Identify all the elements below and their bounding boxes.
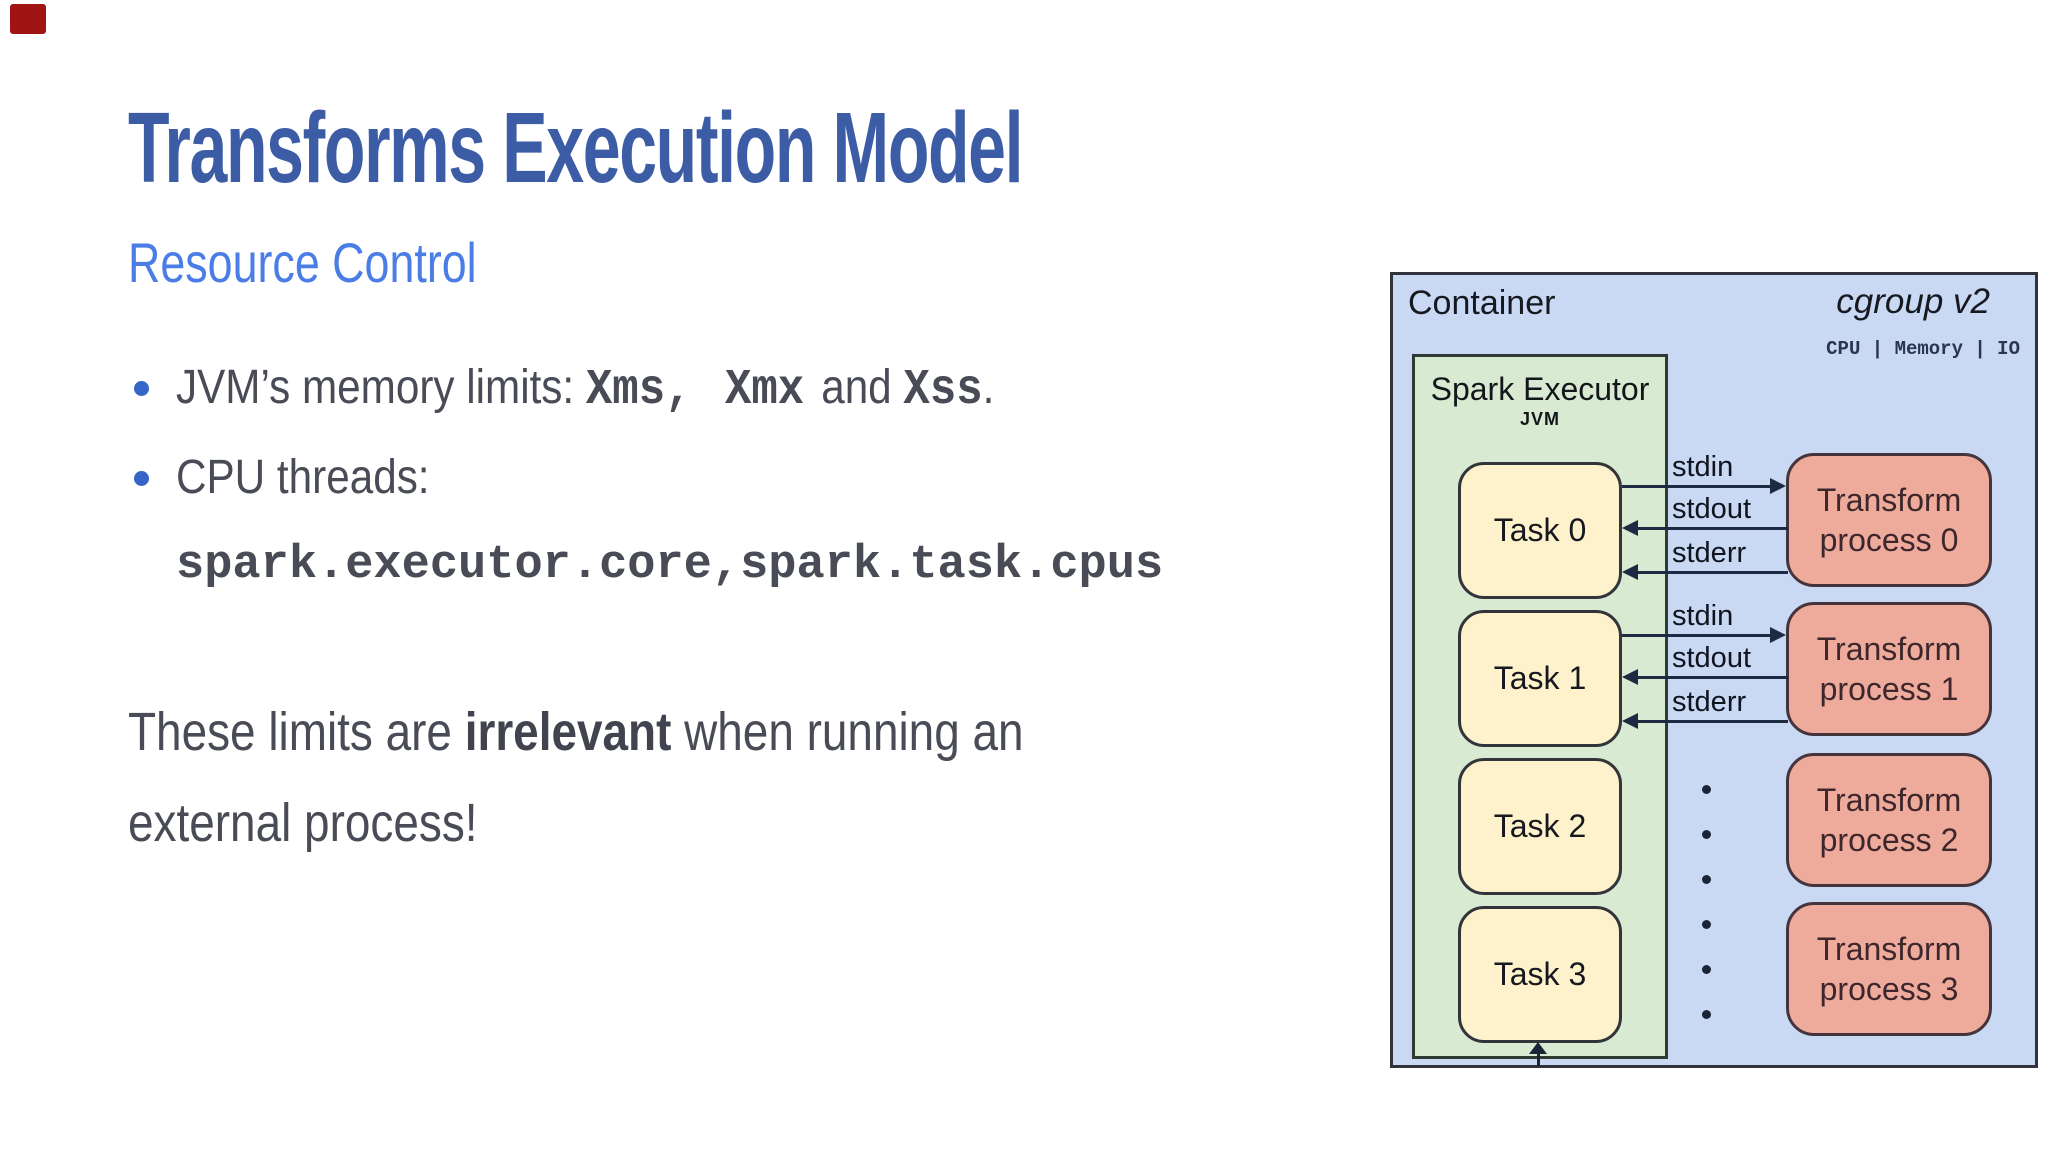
bullet1-period: . <box>982 361 995 414</box>
closing-emphasis: irrelevant <box>464 702 672 762</box>
bullet1-intro: JVM’s memory limits: <box>176 361 586 414</box>
executor-input-arrowhead-icon <box>1529 1042 1547 1054</box>
task-0-box: Task 0 <box>1458 462 1622 599</box>
stdout-arrow-line <box>1638 527 1788 530</box>
stdout-arrow-line <box>1638 676 1788 679</box>
cgroup-v2-label: cgroup v2 <box>1836 282 1990 321</box>
ellipsis-dot <box>1702 1010 1711 1019</box>
spark-executor-title: Spark Executor <box>1430 371 1650 407</box>
page-title: Transforms Execution Model <box>128 92 1024 204</box>
cgroup-resources-label: CPU | Memory | IO <box>1826 338 2020 360</box>
stdout-arrowhead-icon <box>1622 669 1638 685</box>
process-2-line1: Transform <box>1816 782 1962 818</box>
closing-statement: These limits are irrelevant when running… <box>128 687 1024 869</box>
transform-process-3-box: Transform process 3 <box>1786 902 1992 1036</box>
jvm-label: JVM <box>1519 409 1560 429</box>
transform-process-0-box: Transform process 0 <box>1786 453 1992 587</box>
bullet-dot <box>134 471 149 486</box>
task-3-box: Task 3 <box>1458 906 1622 1043</box>
stderr-arrowhead-icon <box>1622 564 1638 580</box>
stderr-label: stderr <box>1672 686 1747 718</box>
executor-input-arrow-line <box>1537 1050 1540 1066</box>
spark-config-code: spark.executor.core,spark.task.cpus <box>176 539 1164 592</box>
record-indicator <box>10 4 46 34</box>
stdout-label: stdout <box>1672 642 1751 674</box>
ellipsis-dot <box>1702 920 1711 929</box>
closing-line1: These limits are irrelevant when running… <box>128 687 1024 778</box>
stderr-arrow-line <box>1638 720 1788 723</box>
bullet2-label: CPU threads: <box>176 451 430 504</box>
stdin-arrow-line <box>1622 634 1774 637</box>
stderr-arrow-line <box>1638 571 1788 574</box>
stderr-label: stderr <box>1672 537 1747 569</box>
task-1-label: Task 1 <box>1493 660 1587 696</box>
process-0-line2: process 0 <box>1819 522 1959 558</box>
task-2-box: Task 2 <box>1458 758 1622 895</box>
ellipsis-dot <box>1702 785 1711 794</box>
task-3-label: Task 3 <box>1493 956 1587 992</box>
closing-post: when running an <box>671 702 1024 762</box>
bullet-jvm-memory-limits: JVM’s memory limits: Xms, Xmx and Xss. <box>176 359 994 420</box>
stdin-arrowhead-icon <box>1770 627 1786 643</box>
bullet1-code-xms: Xms, <box>585 362 692 419</box>
process-0-line1: Transform <box>1816 482 1962 518</box>
closing-line2: external process! <box>128 793 478 853</box>
bullet-cpu-threads: CPU threads: <box>176 449 430 507</box>
bullet1-conjunction: and <box>809 361 904 414</box>
transform-process-1-box: Transform process 1 <box>1786 602 1992 736</box>
stderr-arrowhead-icon <box>1622 713 1638 729</box>
bullet1-code-xmx: Xmx <box>724 362 805 419</box>
task-2-label: Task 2 <box>1493 808 1587 844</box>
task-1-box: Task 1 <box>1458 610 1622 747</box>
task-0-label: Task 0 <box>1493 512 1587 548</box>
bullet1-code-xss: Xss <box>903 362 983 419</box>
process-3-line1: Transform <box>1816 931 1962 967</box>
page-subtitle: Resource Control <box>128 231 477 294</box>
stdout-label: stdout <box>1672 493 1751 525</box>
transform-process-2-box: Transform process 2 <box>1786 753 1992 887</box>
process-1-line2: process 1 <box>1819 671 1959 707</box>
ellipsis-dot <box>1702 875 1711 884</box>
closing-pre: These limits are <box>128 702 465 762</box>
stdin-arrowhead-icon <box>1770 478 1786 494</box>
container-label: Container <box>1408 284 1556 322</box>
stdin-arrow-line <box>1622 485 1774 488</box>
process-1-line1: Transform <box>1816 631 1962 667</box>
stdin-label: stdin <box>1672 451 1734 483</box>
ellipsis-dot <box>1702 830 1711 839</box>
process-3-line2: process 3 <box>1819 971 1959 1007</box>
ellipsis-dot <box>1702 965 1711 974</box>
process-2-line2: process 2 <box>1819 822 1959 858</box>
bullet-dot <box>134 381 149 396</box>
stdout-arrowhead-icon <box>1622 520 1638 536</box>
stdin-label: stdin <box>1672 600 1734 632</box>
